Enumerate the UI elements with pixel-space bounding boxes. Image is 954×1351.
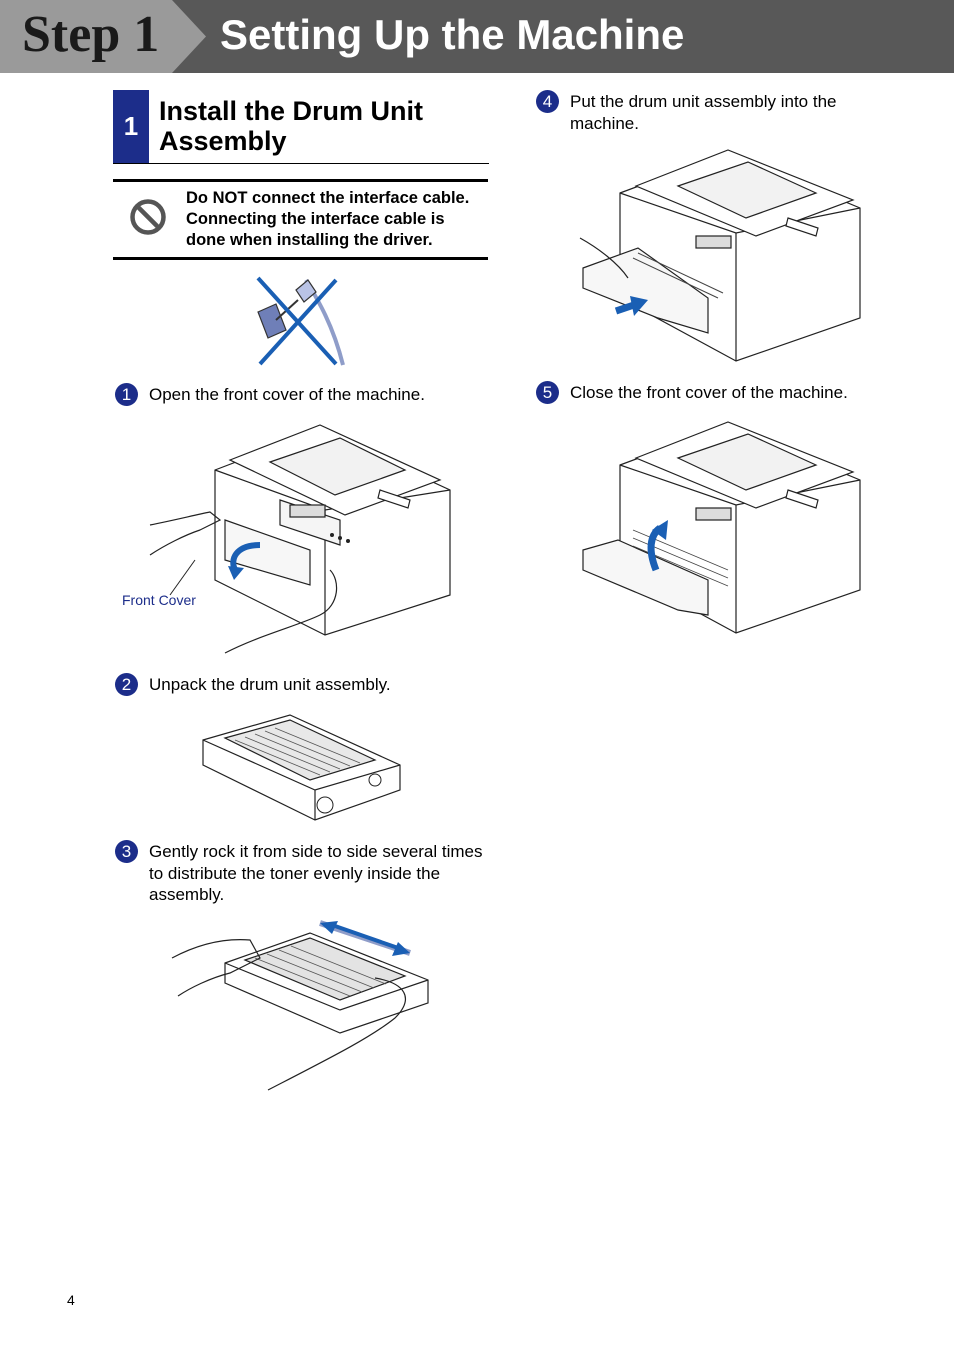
step-5: 5 Close the front cover of the machine. [534, 381, 934, 405]
step-text-line: Unpack the drum unit assembly. [149, 675, 391, 694]
step-4: 4 Put the drum unit assembly into the ma… [534, 90, 934, 135]
no-cable-illustration [256, 276, 345, 366]
section-title: Install the Drum Unit Assembly [159, 96, 423, 156]
step-tab [0, 0, 206, 73]
warning-text: Do NOT connect the interface cable. Conn… [186, 188, 491, 251]
step-text-line: Gently rock it from side to side several… [149, 842, 483, 861]
step-number-badge: 1 [115, 383, 138, 406]
step-text-block: Put the drum unit assembly into the mach… [570, 91, 836, 134]
section-title-line-2: Assembly [159, 126, 287, 156]
step-text-block: Gently rock it from side to side several… [149, 841, 483, 906]
step-3: 3 Gently rock it from side to side sever… [113, 840, 493, 906]
step-label: Step 1 [22, 6, 160, 63]
front-cover-label: Front Cover [122, 592, 196, 608]
step-number-badge: 2 [115, 673, 138, 696]
step-text-line: assembly. [149, 885, 225, 904]
open-front-cover-illustration [149, 424, 451, 654]
warning-line-3: done when installing the driver. [186, 231, 433, 249]
step-text-line: Put the drum unit assembly into the [570, 92, 837, 111]
warning-line-2: Connecting the interface cable is [186, 210, 445, 228]
step-text-line: to distribute the toner evenly inside th… [149, 863, 441, 883]
page-number: 4 [67, 1292, 75, 1308]
drum-unit-illustration [202, 714, 401, 821]
section-title-line-1: Install the Drum Unit [159, 96, 424, 126]
step-1: 1 Open the front cover of the machine. [113, 383, 493, 407]
step-number-badge: 5 [536, 381, 559, 404]
step-2: 2 Unpack the drum unit assembly. [113, 673, 493, 697]
warning-line-1: Do NOT connect the interface cable. [186, 189, 470, 207]
step-number-badge: 4 [536, 90, 559, 113]
warning-box: Do NOT connect the interface cable. Conn… [113, 179, 488, 260]
page-header: Step 1 Setting Up the Machine [0, 0, 954, 73]
step-text-line: machine. [570, 113, 639, 133]
rock-drum-illustration [171, 920, 429, 1091]
section-number: 1 [113, 90, 149, 163]
insert-drum-illustration [579, 149, 861, 362]
section-heading: 1 Install the Drum Unit Assembly [113, 90, 489, 164]
page-title: Setting Up the Machine [220, 11, 685, 58]
close-front-cover-illustration [582, 421, 861, 634]
step-text-line: Close the front cover of the machine. [570, 383, 848, 402]
prohibited-icon [130, 199, 166, 235]
step-text-line: Open the front cover of the machine. [149, 385, 425, 404]
step-number-badge: 3 [115, 840, 138, 863]
